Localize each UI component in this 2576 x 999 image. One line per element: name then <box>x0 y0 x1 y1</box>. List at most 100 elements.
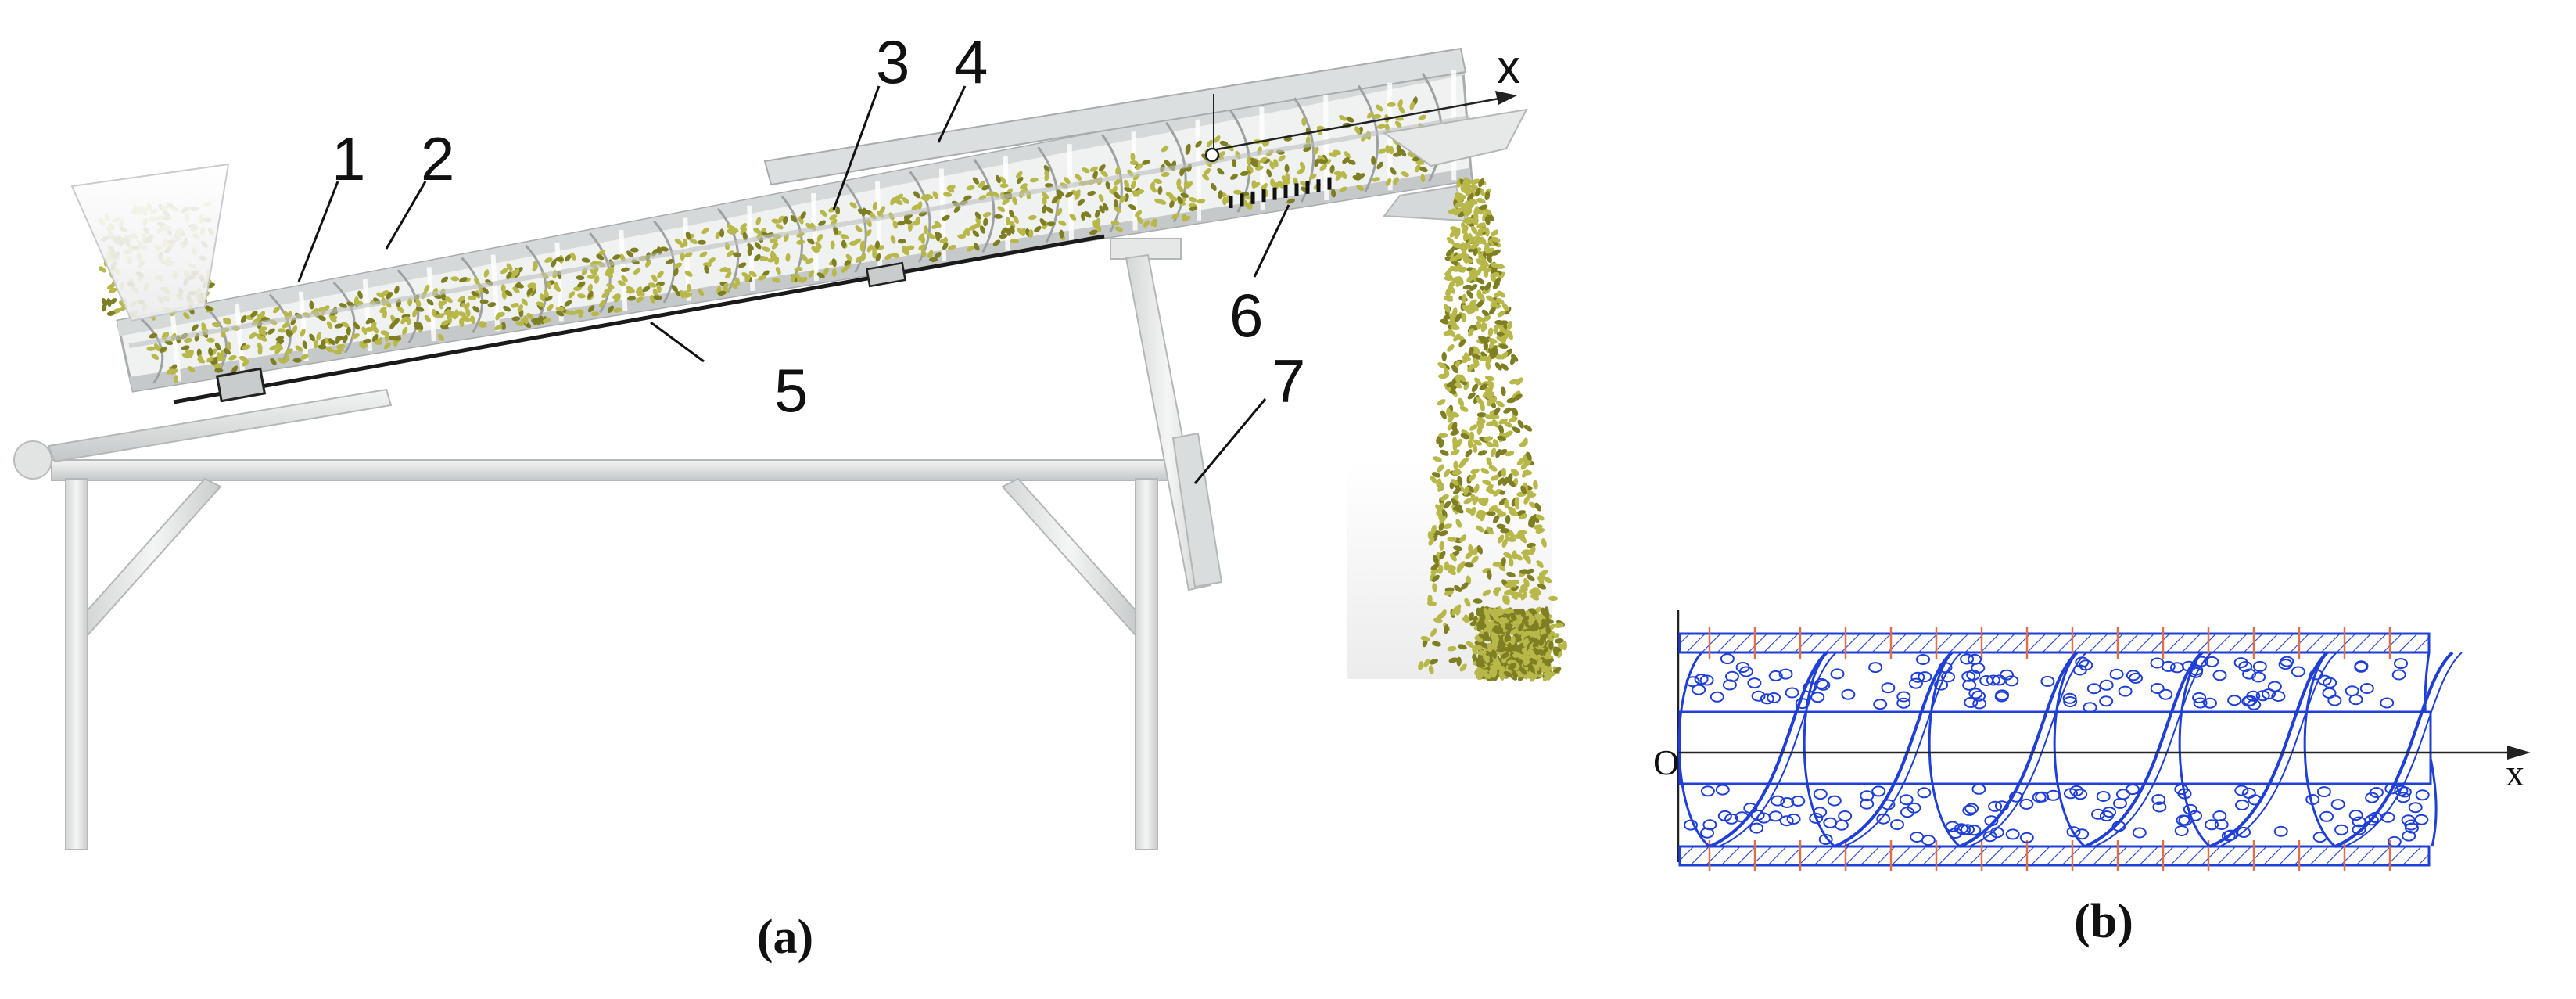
particle <box>2361 684 2373 693</box>
particle <box>1750 824 1763 833</box>
particle <box>2129 674 2142 683</box>
callout-7: 7 <box>1272 347 1305 415</box>
falling-grain-piece <box>1484 375 1494 382</box>
particle <box>2133 828 2146 838</box>
particle <box>1964 698 1977 707</box>
particle <box>1869 663 1882 672</box>
particle <box>1788 814 1800 824</box>
particle <box>2126 785 2139 794</box>
axis-label-x-a: x <box>1497 41 1520 93</box>
barrel-wall-bottom <box>1680 846 2429 865</box>
particle <box>1702 786 1714 796</box>
particle <box>2159 690 2172 699</box>
particle <box>2292 667 2305 677</box>
particle <box>1692 685 1705 695</box>
falling-grain-piece <box>1453 461 1458 470</box>
particle <box>2320 812 2333 821</box>
particle <box>1917 655 1929 664</box>
grain <box>1000 183 1009 188</box>
callout-4: 4 <box>954 27 988 96</box>
falling-grain-piece <box>1458 404 1469 413</box>
particle <box>2020 800 2032 809</box>
particle <box>1910 832 1923 842</box>
particle <box>1910 679 1922 688</box>
particle <box>2409 803 2422 812</box>
particle <box>2119 687 2132 696</box>
particle <box>1972 785 1985 794</box>
inlet-hopper <box>72 164 228 321</box>
callout-1: 1 <box>332 124 365 193</box>
barrel-wall-top <box>1680 634 2429 652</box>
particle <box>1828 796 1841 806</box>
falling-grain-piece <box>1477 449 1487 457</box>
falling-grain-piece <box>1504 499 1509 508</box>
particle <box>2162 662 2175 671</box>
adjustable-strut <box>1110 239 1222 590</box>
particle <box>2007 829 2019 839</box>
particle <box>2236 800 2248 810</box>
falling-grain-piece <box>1511 407 1519 418</box>
panel-a-conveyor-illustration: x 1 2 3 4 5 6 7 (a) <box>14 27 1567 964</box>
flight-edge <box>1197 120 1199 221</box>
falling-grain-piece <box>1523 423 1533 433</box>
particle <box>2275 827 2287 836</box>
particle <box>2101 681 2113 690</box>
axis-label-x-b: x <box>2506 753 2524 794</box>
particle <box>2041 677 2054 686</box>
particle <box>1811 692 1824 702</box>
particle <box>1897 699 1910 708</box>
particle <box>2243 789 2255 798</box>
particle <box>2204 699 2216 708</box>
particle <box>2047 791 2060 800</box>
particle <box>1717 785 1729 795</box>
particle <box>1835 821 1848 830</box>
particle <box>1770 811 1782 821</box>
callout-6: 6 <box>1229 281 1263 350</box>
particle <box>2114 799 2126 808</box>
particle <box>2335 825 2348 835</box>
particle <box>1918 788 1930 797</box>
falling-grain-piece <box>1445 343 1455 353</box>
particle <box>2213 811 2226 821</box>
particle <box>1748 678 1760 688</box>
particle <box>2350 695 2363 704</box>
particle <box>2228 695 2241 705</box>
particle <box>1891 820 1903 829</box>
grain <box>898 239 906 243</box>
particle <box>1832 669 1844 678</box>
particle <box>1814 789 1827 799</box>
falling-grain-piece <box>1439 448 1450 457</box>
particle <box>2171 663 2183 672</box>
particle <box>1721 654 1734 663</box>
falling-grain-piece <box>1441 352 1447 361</box>
particle <box>1874 699 1886 709</box>
particle <box>2269 682 2281 692</box>
falling-grain-piece <box>1554 638 1564 644</box>
particle <box>2117 789 2129 799</box>
callout-5: 5 <box>774 356 808 425</box>
particle <box>1786 688 1799 698</box>
particle <box>2318 787 2330 796</box>
particle <box>1882 683 1894 692</box>
callout-2: 2 <box>421 124 454 193</box>
particle <box>2416 790 2429 800</box>
falling-grain-piece <box>1500 386 1506 397</box>
pile-grain <box>1477 650 1487 655</box>
particle <box>1922 835 1935 845</box>
flight-edge <box>813 193 816 281</box>
particle <box>1839 811 1851 821</box>
particle <box>2214 670 2226 680</box>
inclined-auger-conveyor <box>72 49 1527 391</box>
support-frame <box>14 390 1170 850</box>
grain <box>480 300 489 304</box>
particle <box>1969 688 1982 698</box>
grain <box>831 241 835 250</box>
particle <box>2332 800 2345 809</box>
particle <box>2380 699 2393 708</box>
caption-b: (b) <box>2074 895 2133 948</box>
axis-origin-b: O <box>1653 742 1679 782</box>
callout-3: 3 <box>876 27 909 96</box>
falling-grain-piece <box>1487 327 1494 337</box>
